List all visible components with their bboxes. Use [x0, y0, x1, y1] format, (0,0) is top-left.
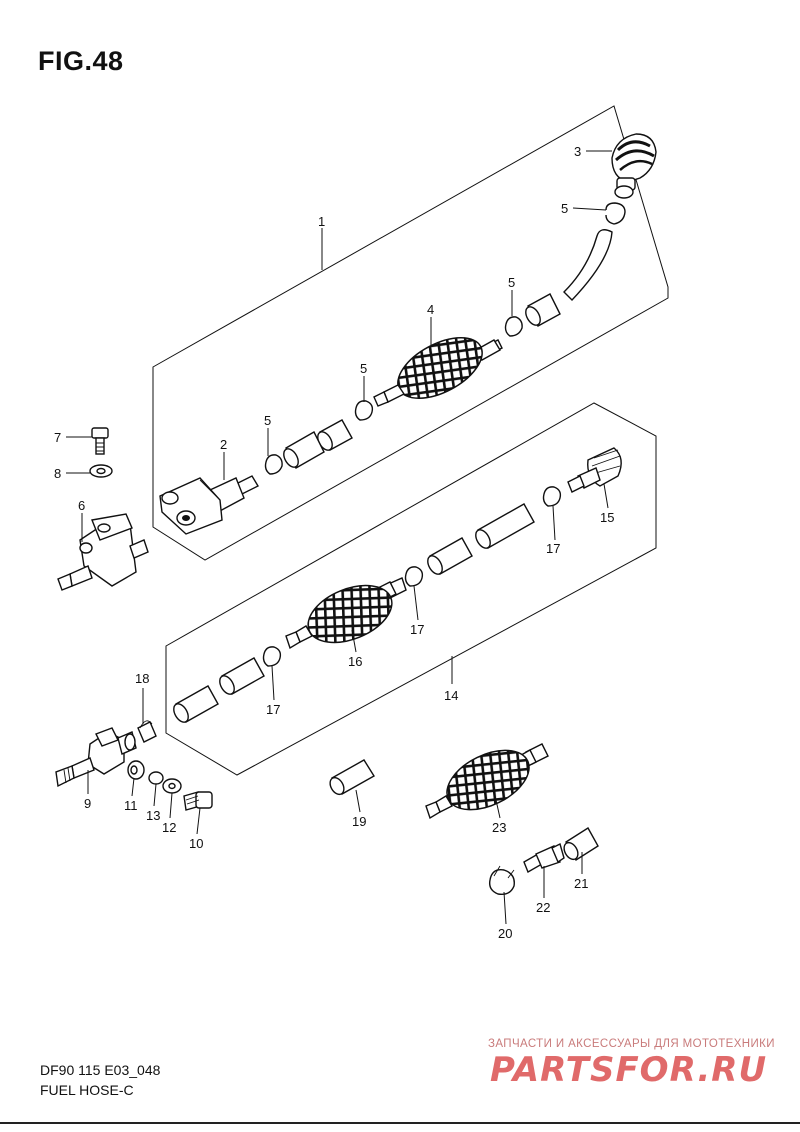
part-12-washer[interactable] — [162, 778, 182, 794]
callout-21: 21 — [574, 876, 588, 891]
part-8-washer[interactable] — [89, 464, 113, 478]
callout-10: 10 — [189, 836, 203, 851]
leader-lines — [66, 150, 612, 925]
part-5-clip-lower[interactable] — [264, 454, 283, 475]
callout-5-right: 5 — [508, 275, 515, 290]
part-11-sleeve[interactable] — [127, 760, 145, 780]
part-5-clip-top[interactable] — [605, 202, 626, 225]
part-21-hose-piece[interactable] — [561, 827, 599, 862]
part-6-fitting[interactable] — [57, 513, 149, 591]
callout-16: 16 — [348, 654, 362, 669]
hose-straight-1b[interactable] — [281, 431, 325, 470]
callout-1: 1 — [318, 214, 325, 229]
callout-7: 7 — [54, 430, 61, 445]
part-9-fitting[interactable] — [55, 727, 137, 788]
hose-straight-14c[interactable] — [217, 657, 265, 697]
watermark-tagline: ЗАПЧАСТИ И АКСЕССУАРЫ ДЛЯ МОТОТЕХНИКИ — [488, 1038, 775, 1050]
callout-17-upper: 17 — [546, 541, 560, 556]
hose-straight-14d[interactable] — [171, 685, 219, 725]
callout-5-top: 5 — [561, 201, 568, 216]
callout-2: 2 — [220, 437, 227, 452]
part-5-clip-left[interactable] — [354, 400, 374, 421]
figure-title: FIG.48 — [38, 46, 124, 76]
part-2-connector[interactable] — [159, 475, 259, 535]
assembly-1-outline — [152, 105, 669, 561]
part-19-hose-piece[interactable] — [327, 759, 375, 797]
part-17-clip-upper[interactable] — [542, 486, 562, 507]
part-22-joint[interactable] — [523, 842, 565, 874]
diagram-code: DF90 115 E03_048 — [40, 1062, 161, 1078]
callout-19: 19 — [352, 814, 366, 829]
callout-8: 8 — [54, 466, 61, 481]
part-18-clip[interactable] — [137, 720, 157, 743]
callout-4: 4 — [427, 302, 434, 317]
callout-6: 6 — [78, 498, 85, 513]
part-13-spacer[interactable] — [148, 771, 164, 785]
callout-18: 18 — [135, 671, 149, 686]
callout-22: 22 — [536, 900, 550, 915]
hose-straight-14a[interactable] — [473, 503, 535, 551]
callout-17-lower: 17 — [266, 702, 280, 717]
part-10-bolt[interactable] — [183, 791, 213, 811]
part-20-clamp[interactable] — [488, 865, 515, 896]
callout-labels: 1 2 3 4 5 5 5 5 6 7 8 9 10 11 12 13 14 1… — [54, 144, 614, 941]
callout-20: 20 — [498, 926, 512, 941]
part-17-clip-middle[interactable] — [404, 566, 424, 587]
bottom-border — [0, 1122, 800, 1124]
part-4-primer-bulb[interactable] — [373, 325, 503, 411]
callout-12: 12 — [162, 820, 176, 835]
part-16-primer-bulb[interactable] — [285, 574, 407, 653]
part-17-clip-lower[interactable] — [262, 646, 282, 667]
part-23-primer-bulb[interactable] — [425, 738, 549, 822]
hose-curved[interactable] — [563, 229, 613, 302]
callout-5-lower: 5 — [264, 413, 271, 428]
callout-11: 11 — [124, 798, 138, 813]
assembly-14-outline — [165, 402, 657, 776]
watermark-logo: PARTSFOR.RU — [490, 1050, 768, 1090]
hose-short-upper[interactable] — [523, 293, 561, 328]
part-7-bolt[interactable] — [91, 427, 109, 455]
part-15-connector[interactable] — [567, 447, 622, 493]
callout-23: 23 — [492, 820, 506, 835]
callout-17-middle: 17 — [410, 622, 424, 637]
callout-15: 15 — [600, 510, 614, 525]
callout-13: 13 — [146, 808, 160, 823]
callout-9: 9 — [84, 796, 91, 811]
hose-straight-14b[interactable] — [425, 537, 473, 577]
callout-14: 14 — [444, 688, 458, 703]
part-5-clip-right[interactable] — [504, 316, 523, 337]
part-3-connector[interactable] — [611, 133, 657, 199]
diagram-caption: FUEL HOSE-C — [40, 1082, 134, 1098]
callout-5-left: 5 — [360, 361, 367, 376]
callout-3: 3 — [574, 144, 581, 159]
